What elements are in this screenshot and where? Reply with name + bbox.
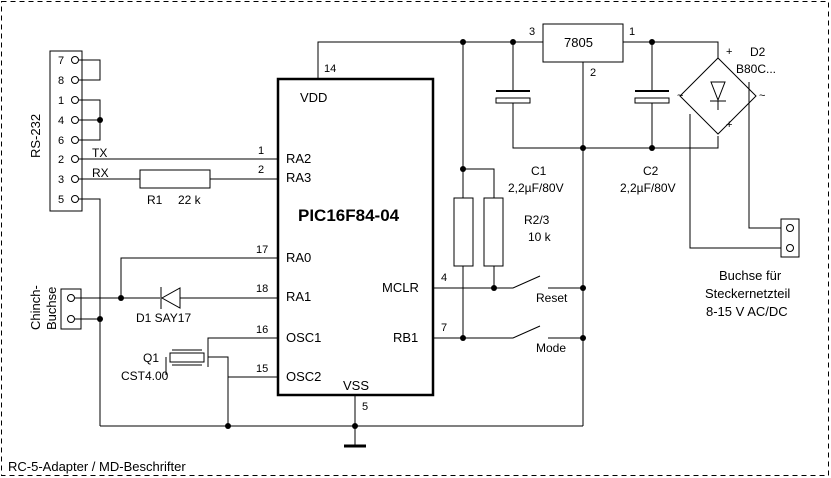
regulator-7805: 7805 1 2 [542, 23, 635, 79]
pin-ra1-number: 18 [256, 283, 268, 295]
power-jack-label-2: Steckernetzteil [705, 286, 790, 301]
pin-vss-label: VSS [343, 378, 369, 393]
rs232-body [49, 50, 83, 212]
rs232-pin-1: 1 [58, 95, 64, 107]
pin-ra2-number: 1 [258, 145, 264, 157]
switch-mode: Mode [433, 325, 583, 355]
reg-pin-in: 3 [529, 26, 535, 38]
chinch-label-1: Chinch- [28, 285, 43, 330]
pin-ra2-label: RA2 [286, 151, 311, 166]
q1-value: CST4.00 [121, 369, 169, 383]
pin-osc2-number: 15 [256, 363, 268, 375]
rs232-pin-3: 3 [58, 174, 64, 186]
resonator-q1: Q1 CST4.00 [121, 337, 278, 429]
rs232-pin-circles [71, 56, 79, 203]
d2-plus-top: + [726, 46, 732, 58]
pin-ra1-label: RA1 [286, 289, 311, 304]
d2-ref: D2 [750, 45, 766, 59]
resistor-r1: R1 22 k [139, 169, 211, 207]
tx-label: TX [92, 146, 107, 160]
c2-ref: C2 [643, 164, 659, 178]
q1-ref: Q1 [143, 351, 159, 365]
caption: RC-5-Adapter / MD-Beschrifter [8, 459, 186, 474]
rs232-pin-5: 5 [58, 194, 64, 206]
reg-pin-gnd: 2 [590, 67, 596, 79]
rs232-pin-2: 2 [58, 154, 64, 166]
rs232-pin-numbers: 7 8 1 4 6 2 3 5 [58, 55, 64, 206]
pin-rb1-label: RB1 [393, 330, 418, 345]
pic-microcontroller: PIC16F84-04 VDD VSS RA2 RA3 RA0 RA1 OSC1… [256, 63, 447, 413]
d2-ac-left: ~ [677, 90, 683, 102]
pin-osc1-number: 16 [256, 324, 268, 336]
d2-ac-right: ~ [759, 90, 765, 102]
rs232-pin-7: 7 [58, 55, 64, 67]
signal-wires [79, 158, 278, 426]
pin-ra3-number: 2 [258, 164, 264, 176]
rx-label: RX [92, 166, 109, 180]
d2-plus-bottom: + [726, 119, 732, 131]
resistors-r2-r3: R2/3 10 k [453, 42, 552, 338]
switch-reset: Reset [433, 275, 583, 305]
pin-rb1-number: 7 [441, 322, 447, 334]
reg-pin-out: 1 [629, 26, 635, 38]
pin-osc1-label: OSC1 [286, 330, 321, 345]
c1-value: 2,2µF/80V [508, 181, 564, 195]
pin-vdd-label: VDD [300, 90, 327, 105]
d2-value: B80C... [736, 62, 776, 76]
rs232-pin-8: 8 [58, 75, 64, 87]
mode-label: Mode [536, 341, 566, 355]
ground-rail [100, 395, 583, 448]
pin-ra0-label: RA0 [286, 250, 311, 265]
mcu-body [276, 77, 435, 397]
d1-label: D1 SAY17 [136, 311, 191, 325]
pin-mclr-number: 4 [441, 272, 447, 284]
bridge-rectifier-d2: D2 B80C... + + ~ ~ [677, 45, 776, 135]
pin-osc2-label: OSC2 [286, 369, 321, 384]
vdd-wire [317, 41, 543, 79]
pin-vss-number: 5 [362, 401, 368, 413]
r23-ref: R2/3 [524, 213, 550, 227]
c2-value: 2,2µF/80V [620, 181, 676, 195]
power-jack-label-3: 8-15 V AC/DC [706, 304, 788, 319]
rs232-pin-6: 6 [58, 135, 64, 147]
r23-value: 10 k [528, 230, 552, 244]
rs232-pin-4: 4 [58, 115, 64, 127]
reset-label: Reset [536, 291, 568, 305]
pin-vdd-number: 14 [324, 63, 336, 75]
power-jack-label-1: Buchse für [719, 268, 782, 283]
rs232-connector: RS-232 7 8 1 4 6 2 3 5 TX RX [28, 50, 109, 212]
capacitor-c2: C2 2,2µF/80V [620, 42, 676, 195]
diode-d1: D1 SAY17 [136, 287, 278, 325]
power-jack: Buchse für Steckernetzteil 8-15 V AC/DC [705, 218, 800, 319]
mcu-name: PIC16F84-04 [298, 206, 400, 225]
capacitor-c1: C1 2,2µF/80V [495, 42, 719, 195]
r1-ref: R1 [147, 193, 163, 207]
regulator-name: 7805 [564, 35, 593, 50]
c1-ref: C1 [531, 164, 547, 178]
pin-ra3-label: RA3 [286, 170, 311, 185]
chinch-label-2: Buchse [44, 287, 59, 330]
r1-value: 22 k [178, 193, 202, 207]
rs232-label: RS-232 [28, 114, 43, 158]
pin-mclr-label: MCLR [382, 280, 419, 295]
pin-ra0-number: 17 [256, 244, 268, 256]
